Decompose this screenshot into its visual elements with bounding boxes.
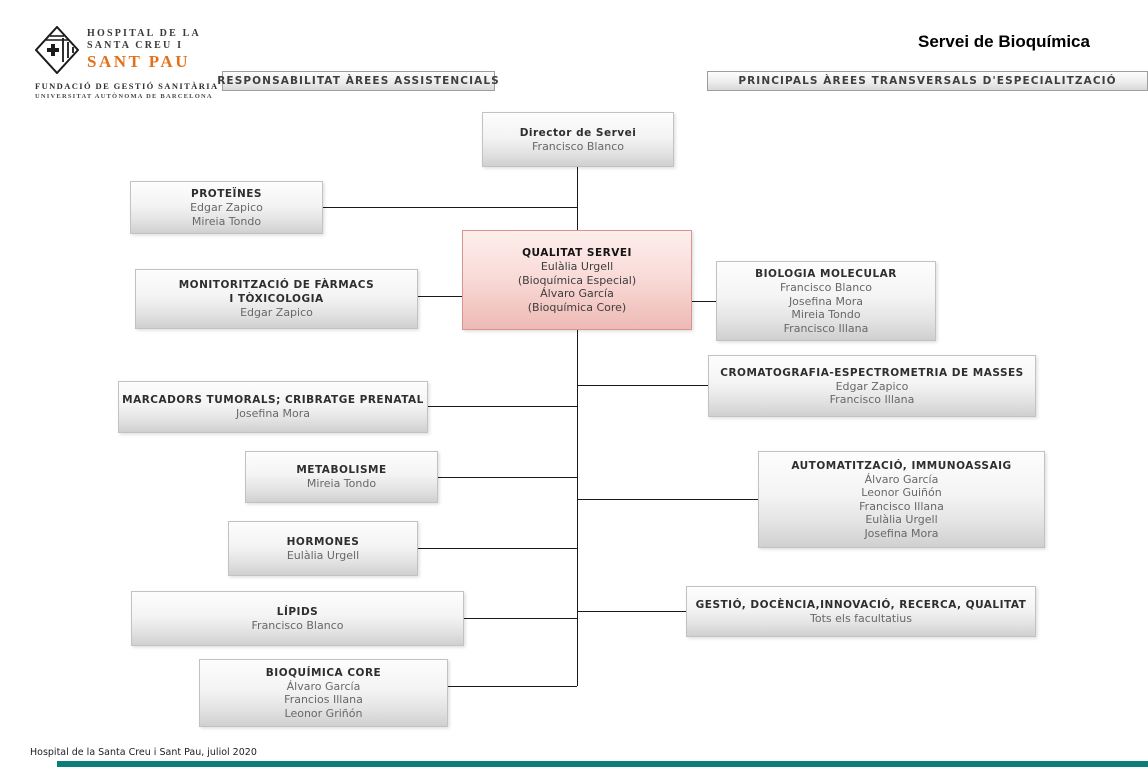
org-box-member: Mireia Tondo (191, 214, 262, 228)
org-box-member: Josefina Mora (235, 407, 311, 421)
org-box-title: LÍPIDS (276, 605, 319, 618)
org-box-metabolisme: METABOLISME Mireia Tondo (245, 451, 438, 503)
footer-caption: Hospital de la Santa Creu i Sant Pau, ju… (30, 747, 257, 758)
connector-hormones (418, 548, 577, 549)
page-title: Servei de Bioquímica (918, 32, 1090, 51)
org-box-director: Director de Servei Francisco Blanco (482, 112, 674, 167)
org-box-member: Leonor Guiñón (861, 486, 942, 500)
org-box-member: Edgar Zapico (835, 379, 909, 393)
connector-cromatografia (578, 385, 708, 386)
org-box-member: Francisco Blanco (532, 139, 624, 153)
org-box-title: PROTEÏNES (191, 188, 262, 200)
org-box-member: Francisco Blanco (780, 281, 872, 294)
org-box-title: AUTOMATITZACIÓ, IMMUNOASSAIG (791, 459, 1012, 472)
logo-text-line2: SANTA CREU I (87, 40, 184, 51)
org-box-title: Director de Servei (519, 126, 637, 139)
header-principals-arees-transversals: PRINCIPALS ÀREES TRANSVERSALS D'ESPECIAL… (707, 71, 1148, 91)
org-box-member: Leonor Griñón (284, 706, 363, 720)
org-box-member: Francisco Blanco (251, 618, 344, 632)
org-box-member: Álvaro García (864, 472, 939, 486)
logo-universitat-text: UNIVERSITAT AUTÒNOMA DE BARCELONA (35, 93, 213, 100)
org-box-title: MARCADORS TUMORALS; CRIBRATGE PRENATAL (122, 394, 424, 407)
logo-fundacio-text: FUNDACIÓ DE GESTIÓ SANITÀRIA (35, 81, 219, 91)
org-box-member: Francisco Illana (783, 321, 869, 335)
org-box-member: Josefina Mora (864, 526, 939, 540)
org-box-member: Eulàlia Urgell (865, 513, 938, 527)
org-box-hormones: HORMONES Eulàlia Urgell (228, 521, 418, 576)
org-box-title: HORMONES (286, 535, 360, 548)
santpau-diamond-icon (34, 25, 80, 78)
connector-gestio (578, 611, 686, 612)
org-box-member: (Bioquímica Especial) (517, 273, 637, 287)
connector-bioquimica-core (448, 686, 577, 687)
connector-lipids (464, 618, 577, 619)
org-box-member: Eulàlia Urgell (286, 548, 360, 562)
logo-text-line1: HOSPITAL DE LA (87, 28, 201, 39)
org-box-member: Francios Illana (284, 693, 363, 707)
connector-marcadors (428, 406, 577, 407)
org-box-member: Josefina Mora (788, 294, 864, 308)
connector-automatitzacio (578, 499, 758, 500)
header-responsabilitat-arees-assistencials: RESPONSABILITAT ÀREES ASSISTENCIALS (217, 71, 499, 91)
org-box-member: Edgar Zapico (190, 201, 263, 214)
org-box-monitoritzacio-farmacs: MONITORITZACIÓ DE FÀRMACS I TÒXICOLOGIA … (135, 269, 418, 329)
org-box-biologia-molecular: BIOLOGIA MOLECULAR Francisco Blanco Jose… (716, 261, 936, 341)
org-box-bioquimica-core: BIOQUÍMICA CORE Álvaro García Francios I… (199, 659, 448, 727)
org-box-member: Francisco Illana (859, 499, 944, 513)
footer-teal-bar (57, 761, 1148, 767)
org-box-member: Mireia Tondo (306, 477, 377, 491)
org-box-member: Mireia Tondo (791, 308, 861, 321)
org-box-cromatografia: CROMATOGRAFIA-ESPECTROMETRIA DE MASSES E… (708, 355, 1036, 417)
org-box-proteines: PROTEÏNES Edgar Zapico Mireia Tondo (130, 181, 323, 234)
org-box-member: Edgar Zapico (240, 306, 313, 320)
org-box-lipids: LÍPIDS Francisco Blanco (131, 591, 464, 646)
connector-monitoritzacio (418, 296, 462, 297)
org-box-title: CROMATOGRAFIA-ESPECTROMETRIA DE MASSES (720, 366, 1024, 379)
org-box-qualitat-servei: QUALITAT SERVEI Eulàlia Urgell (Bioquími… (462, 230, 692, 330)
org-box-member: Francisco Illana (829, 393, 915, 406)
org-box-title: BIOQUÍMICA CORE (265, 666, 382, 679)
logo-text-line3: SANT PAU (87, 52, 190, 71)
connector-spine (577, 167, 578, 686)
org-box-member: (Bioquímica Core) (527, 300, 627, 314)
org-box-gestio: GESTIÓ, DOCÈNCIA,INNOVACIÓ, RECERCA, QUA… (686, 586, 1036, 637)
connector-proteines (323, 207, 577, 208)
org-box-marcadors-tumorals: MARCADORS TUMORALS; CRIBRATGE PRENATAL J… (118, 381, 428, 433)
org-box-member: Tots els facultatius (810, 611, 912, 625)
org-box-member: Álvaro García (540, 287, 614, 300)
org-box-title: BIOLOGIA MOLECULAR (755, 268, 897, 280)
connector-biologia-molecular (692, 301, 716, 302)
org-box-member: Álvaro García (286, 679, 361, 693)
org-box-member: Eulàlia Urgell (540, 260, 614, 273)
hospital-logo: HOSPITAL DE LA SANTA CREU I SANT PAU FUN… (34, 25, 219, 101)
org-box-title: GESTIÓ, DOCÈNCIA,INNOVACIÓ, RECERCA, QUA… (695, 598, 1027, 611)
org-box-title: MONITORITZACIÓ DE FÀRMACS I TÒXICOLOGIA (178, 279, 375, 306)
org-box-title: QUALITAT SERVEI (522, 247, 632, 259)
org-box-automatitzacio: AUTOMATITZACIÓ, IMMUNOASSAIG Álvaro Garc… (758, 451, 1045, 548)
org-box-title: METABOLISME (296, 464, 387, 477)
connector-metabolisme (438, 477, 577, 478)
